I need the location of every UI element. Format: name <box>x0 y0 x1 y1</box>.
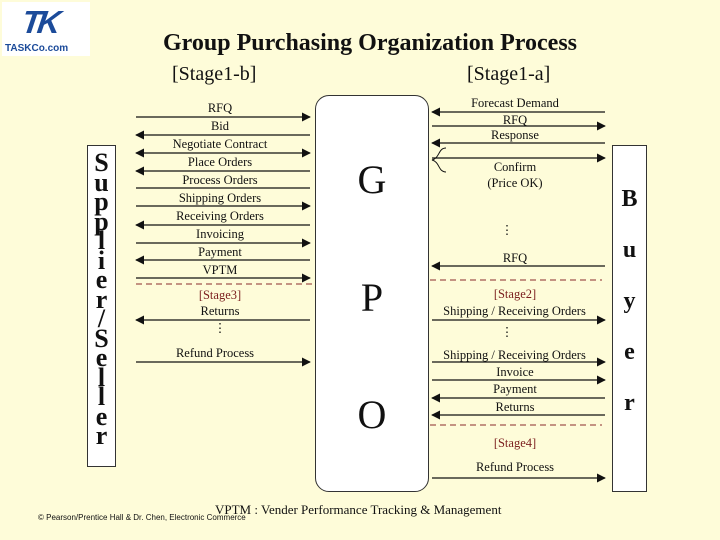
supplier-letter: e <box>95 265 108 294</box>
logo: TK TASKCo.com <box>2 2 90 56</box>
supplier-letter: S <box>94 148 109 177</box>
gpo-box: G P O <box>315 95 429 492</box>
buyer-letter: r <box>624 390 635 416</box>
label-response: Response <box>491 128 539 142</box>
label-rfq-top: RFQ <box>502 113 528 127</box>
label-process-orders: Process Orders <box>182 173 258 187</box>
label-place-orders: Place Orders <box>187 155 253 169</box>
label-confirm: Confirm <box>493 160 537 174</box>
label-shipping-receiving-1: Shipping / Receiving Orders <box>443 304 586 318</box>
label-returns-right: Returns <box>495 400 535 414</box>
supplier-letter: i <box>97 245 106 275</box>
buyer-letter: y <box>623 288 636 314</box>
label-vptm: VPTM <box>202 263 238 277</box>
label-refund-process-right: Refund Process <box>475 460 555 474</box>
label-ellipsis-left: ⋮ <box>213 321 227 335</box>
diagram-title: Group Purchasing Organization Process <box>162 30 578 56</box>
buyer-letter: u <box>622 237 637 263</box>
label-refund-process-left: Refund Process <box>175 346 255 360</box>
label-ellipsis-right-1: ⋮ <box>500 223 514 237</box>
label-invoice: Invoice <box>496 365 534 379</box>
logo-text: TASKCo.com <box>5 43 69 54</box>
label-shipping-receiving-2: Shipping / Receiving Orders <box>443 348 586 362</box>
label-invoicing: Invoicing <box>196 227 244 241</box>
buyer-letter: e <box>624 339 635 365</box>
label-forecast-demand: Forecast Demand <box>471 96 559 110</box>
label-returns-left: Returns <box>200 304 240 318</box>
label-payment: Payment <box>198 245 242 259</box>
label-stage3: [Stage3] <box>198 288 242 302</box>
label-shipping-orders: Shipping Orders <box>178 191 262 205</box>
label-stage4: [Stage4] <box>493 436 537 450</box>
supplier-letter: u <box>94 167 109 197</box>
stage1b-header: [Stage1-b] <box>172 63 257 85</box>
supplier-letter: l <box>97 226 106 255</box>
supplier-letter: p <box>94 206 109 236</box>
supplier-letter: l <box>97 382 106 411</box>
supplier-letter: e <box>95 343 108 372</box>
supplier-letter: e <box>95 401 108 431</box>
buyer-letter: B <box>621 186 638 212</box>
gpo-letter-o: O <box>357 392 387 437</box>
supplier-letter: / <box>97 304 106 333</box>
label-ellipsis-right-2: ⋮ <box>500 325 514 339</box>
response-brace <box>431 147 447 173</box>
label-price-ok: (Price OK) <box>487 176 543 190</box>
copyright-line: © Pearson/Prentice Hall & Dr. Chen, Elec… <box>38 513 246 522</box>
label-stage2: [Stage2] <box>493 287 537 301</box>
supplier-letter: S <box>94 323 109 353</box>
label-payment-right: Payment <box>493 382 537 396</box>
gpo-letter-g: G <box>357 157 387 202</box>
supplier-letter: p <box>94 187 109 216</box>
supplier-letter: r <box>95 284 108 314</box>
stage1a-header: [Stage1-a] <box>467 63 551 85</box>
label-negotiate-contract: Negotiate Contract <box>172 137 268 151</box>
label-receiving-orders: Receiving Orders <box>176 209 264 223</box>
label-rfq: RFQ <box>207 101 233 115</box>
label-bid: Bid <box>210 119 230 133</box>
supplier-letter: r <box>95 421 108 450</box>
label-rfq-right: RFQ <box>502 251 528 265</box>
supplier-letter: l <box>97 362 106 392</box>
vptm-footnote: VPTM : Vender Performance Tracking & Man… <box>215 502 502 517</box>
gpo-letter-p: P <box>360 275 384 320</box>
